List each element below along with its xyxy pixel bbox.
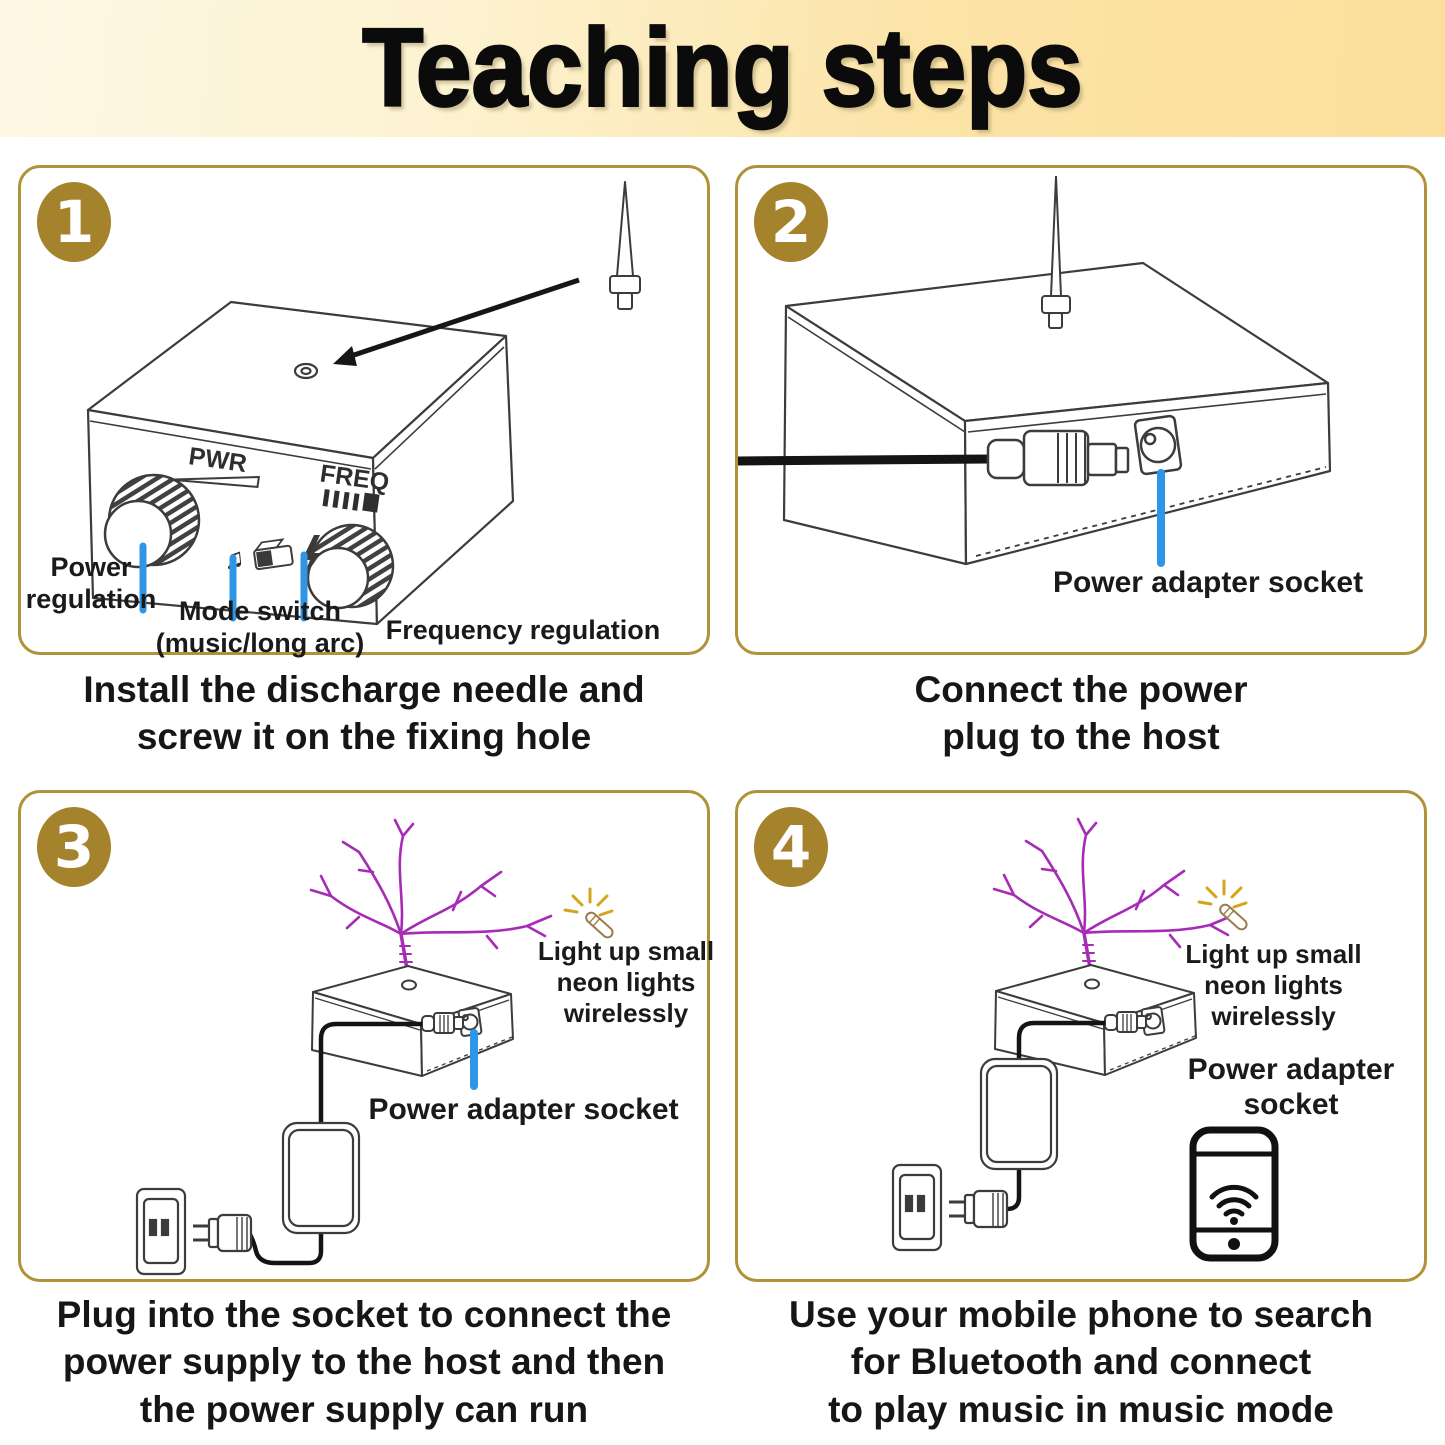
power-knob: [103, 473, 201, 569]
step-1-number: 1: [37, 182, 111, 262]
step-4-caption: Use your mobile phone to search for Blue…: [789, 1294, 1373, 1430]
wall-plug: [191, 1213, 253, 1253]
power-adapter-socket-label: Power adapter socket: [1187, 1053, 1395, 1121]
panel-step-3: 3 Light up small neon lights wirelessly …: [18, 790, 714, 1282]
step-2-drawing: [738, 175, 1332, 567]
power-cable: [738, 454, 991, 466]
wall-plug: [947, 1189, 1009, 1229]
step-1-drawing: PWR FREQ ♫: [86, 181, 641, 626]
step-3-number: 3: [37, 807, 111, 887]
panel-step-4: 4 Light up small neon lights wirelessly …: [735, 790, 1427, 1282]
mode-switch-icon: [253, 538, 294, 571]
pointer-lines: [139, 542, 308, 622]
discharge-needle: [1041, 175, 1071, 329]
title-banner: Teaching steps: [0, 0, 1445, 137]
step-1-caption: Install the discharge needle and screw i…: [83, 669, 645, 758]
volume-wedge-icon: [169, 475, 261, 488]
frequency-knob: [306, 523, 395, 610]
mode-switch-label: Mode switch (music/long arc): [155, 596, 365, 658]
power-adapter-socket-label: Power adapter socket: [1052, 566, 1364, 599]
neon-lamp-icon: [563, 887, 617, 941]
panel-step-2: 2 Power adapter socket: [735, 165, 1427, 655]
plasma-arc: [309, 818, 553, 988]
power-adapter: [979, 1057, 1059, 1171]
page-title: Teaching steps: [361, 5, 1084, 131]
neon-lamp-icon: [1197, 879, 1251, 933]
frequency-regulation-label: Frequency regulation: [385, 615, 661, 645]
wall-outlet: [135, 1187, 187, 1276]
discharge-needle: [609, 181, 641, 310]
wall-outlet: [891, 1163, 943, 1252]
step-2-caption: Connect the power plug to the host: [914, 669, 1248, 758]
fixing-hole: [293, 362, 319, 380]
panel-step-1: PWR FREQ ♫: [18, 165, 710, 658]
step-4-drawing: [891, 817, 1279, 1262]
power-adapter-socket-label: Power adapter socket: [368, 1093, 679, 1126]
dc-plug: [986, 429, 1130, 487]
install-arrow-icon: [333, 277, 580, 366]
power-cable: [1006, 1020, 1105, 1212]
neon-lights-label: Light up small neon lights wirelessly: [537, 936, 715, 1029]
phone-icon: [1189, 1126, 1279, 1262]
step-2-number: 2: [754, 182, 828, 262]
wifi-icon: [1209, 1184, 1259, 1217]
power-adapter: [281, 1121, 361, 1235]
power-cable: [247, 1021, 422, 1266]
step-3-caption: Plug into the socket to connect the powe…: [56, 1294, 672, 1430]
step-3-drawing: [135, 818, 617, 1276]
power-regulation-label: Power regulation: [25, 552, 157, 614]
power-adapter-socket: [1133, 414, 1183, 476]
neon-lights-label: Light up small neon lights wirelessly: [1185, 939, 1362, 1032]
host-box: [311, 965, 514, 1077]
step-4-number: 4: [754, 807, 828, 887]
freq-scale-icon: [322, 489, 380, 513]
